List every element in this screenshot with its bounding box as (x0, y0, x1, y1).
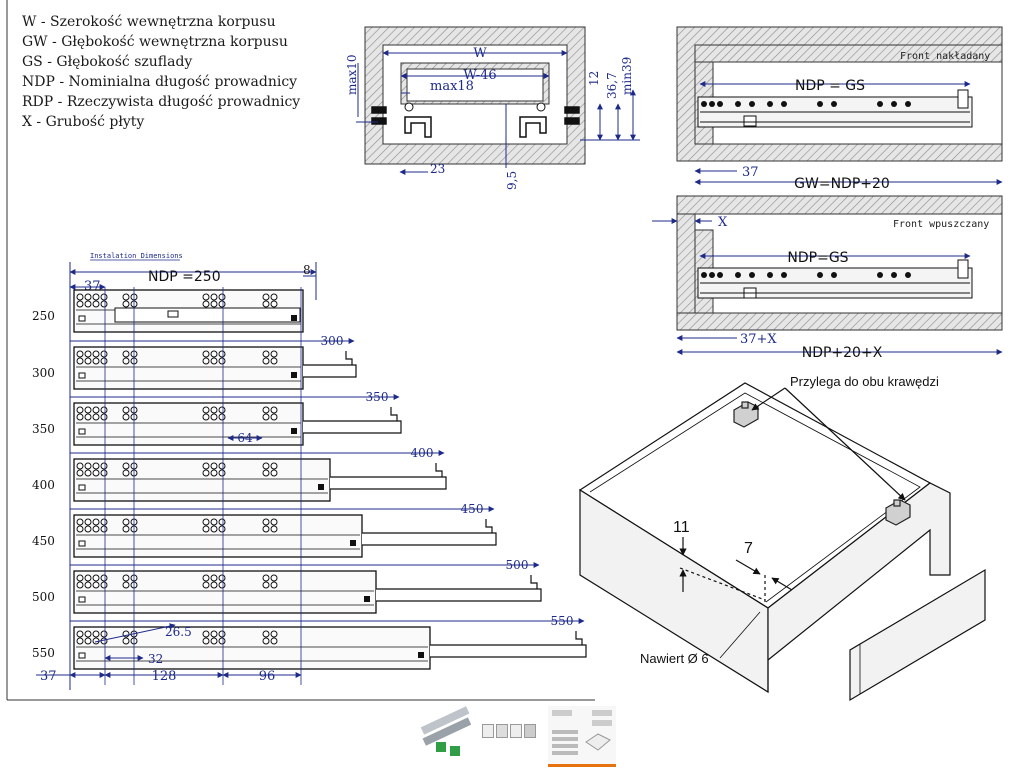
legend-gs: GS - Głębokość szuflady (22, 54, 193, 70)
rail-length-label: 550 (551, 614, 574, 628)
section-rail-left (371, 106, 432, 138)
rail-length-label: 300 (321, 334, 344, 348)
slide-size-label: 500 (32, 590, 55, 604)
dim-min39: min39 (620, 57, 634, 95)
front-inset-label: Front wpuszczany (893, 219, 989, 230)
slide-extension (376, 588, 542, 602)
slide-size-label: 400 (32, 478, 55, 492)
thumbnail-product-photo[interactable] (416, 706, 478, 764)
ndp-equals-gs-bottom: NDP=GS (787, 250, 848, 266)
slide-row-400: 400 400 (32, 446, 447, 502)
legend-x: X - Grubość płyty (22, 114, 145, 130)
dim-x: X (718, 215, 728, 230)
dim-23: 23 (430, 162, 445, 176)
slide-size-label: 350 (32, 422, 55, 436)
slide-extension (303, 420, 402, 434)
rail-length-label: 350 (366, 390, 389, 404)
rail-length-label: 500 (506, 558, 529, 572)
side-view-overlay-front: Front nakładany NDP = GS 37 GW=NDP+20 (676, 26, 1003, 192)
slide-extension (303, 364, 357, 378)
dim-w: W (473, 46, 487, 61)
dim-8: 8 (303, 263, 311, 277)
front-panel (849, 568, 986, 702)
slide-body (73, 514, 363, 558)
slide-rows: 250 300 300 350 350 400 400 450 450 500 500 550 550 (32, 287, 587, 685)
install-dimensions-title: Instalation Dimensions (90, 252, 183, 260)
thumbnail-5[interactable] (524, 724, 536, 738)
dim-32: 32 (148, 652, 163, 666)
ndp-250-label: NDP =250 (148, 269, 221, 285)
dim-128: 128 (152, 669, 177, 684)
cross-section-view: W W-46 max18 max10 12 36,7 min39 23 9,5 (345, 26, 640, 190)
thumbnail-3[interactable] (496, 724, 508, 738)
legend-rdp: RDP - Rzeczywista długość prowadnicy (22, 94, 301, 110)
legend-definitions: W - Szerokość wewnętrzna korpusu GW - Gł… (22, 12, 300, 132)
thumbnail-strip (412, 704, 622, 767)
slide-extension (362, 532, 497, 546)
thumbnail-2[interactable] (482, 724, 494, 738)
legend-ndp: NDP - Nominialna długość prowadnicy (22, 74, 298, 90)
slide-row-450: 450 450 (32, 502, 497, 558)
bracket-right (885, 499, 911, 526)
slide-size-label: 550 (32, 646, 55, 660)
dim-37-top: 37 (742, 165, 759, 180)
section-rail-right (519, 106, 580, 138)
drawer-side-face (767, 482, 951, 661)
dim-12: 12 (587, 71, 601, 86)
dim-max18: max18 (430, 79, 474, 94)
note-adjacent-edges: Przylega do obu krawędzi (790, 374, 939, 389)
ndp-equals-gs-top: NDP = GS (795, 78, 865, 94)
thumbnail-4[interactable] (510, 724, 522, 738)
slide-row-300: 300 300 (32, 334, 357, 390)
dim-26-5: 26.5 (165, 625, 192, 639)
dim-9-5: 9,5 (505, 171, 519, 190)
isometric-drawer-view (578, 382, 986, 702)
dim-37x: 37+X (740, 332, 777, 347)
slide-body (73, 458, 331, 502)
hole-note: Nawiert Ø 6 (640, 651, 709, 666)
dim-gw: GW=NDP+20 (794, 176, 890, 192)
dim-36-7: 36,7 (605, 72, 619, 99)
dim-ndp20x: NDP+20+X (802, 345, 883, 361)
dim-w46: W-46 (463, 68, 496, 83)
dim-max10: max10 (345, 54, 359, 95)
slide-extension (330, 476, 447, 490)
front-overlay-label: Front nakładany (900, 51, 990, 62)
slide-size-label: 250 (32, 309, 55, 323)
legend-w: W - Szerokość wewnętrzna korpusu (22, 14, 276, 30)
slide-row-500: 500 500 (32, 558, 542, 614)
slide-size-label: 450 (32, 534, 55, 548)
thumbnail-drawing-selected[interactable] (548, 706, 616, 767)
slide-extension (430, 644, 587, 658)
slide-size-label: 300 (32, 366, 55, 380)
dim-7: 7 (744, 540, 753, 557)
dim-37-bottom: 37 (40, 669, 57, 684)
rail-length-label: 400 (411, 446, 434, 460)
slide-installation-dimensions: Instalation Dimensions NDP =250 8 37 250… (32, 252, 587, 690)
rail-length-label: 450 (461, 502, 484, 516)
dim-11: 11 (673, 519, 690, 536)
slide-row-350: 350 350 (32, 390, 402, 446)
side-view-inset-front: X Front wpuszczany NDP=GS 37+X NDP+20+X (652, 195, 1003, 361)
slide-row-550: 550 550 (32, 614, 587, 670)
slide-row-250: 250 (32, 289, 304, 333)
legend-gw: GW - Głębokość wewnętrzna korpusu (22, 34, 288, 50)
dim-96: 96 (259, 669, 276, 684)
dim-64: 64 (237, 431, 253, 445)
